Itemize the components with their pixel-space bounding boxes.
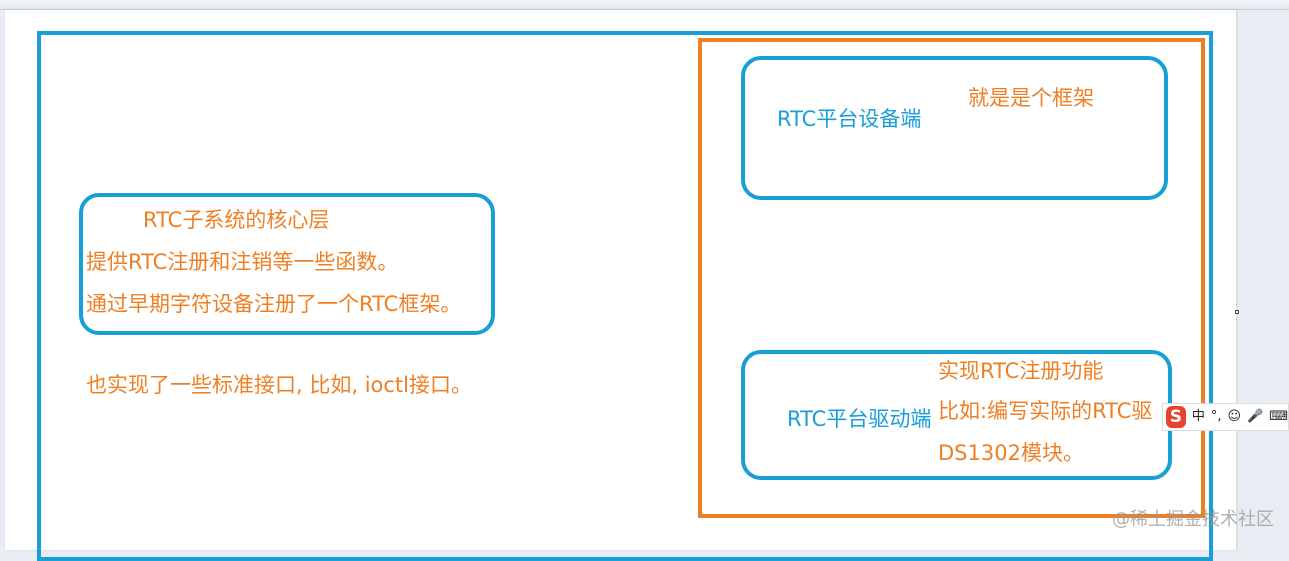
platform-driver-note-1: 实现RTC注册功能 [938, 359, 1104, 383]
platform-device-note: 就是是个框架 [968, 86, 1094, 110]
core-layer-box [79, 193, 495, 335]
microphone-icon[interactable]: 🎤 [1247, 409, 1264, 424]
diagram-canvas [5, 10, 1236, 550]
core-layer-line-2: 通过早期字符设备注册了一个RTC框架。 [86, 292, 462, 316]
sogou-logo-icon[interactable]: S [1166, 406, 1186, 428]
emoji-icon[interactable]: ☺ [1227, 409, 1242, 424]
platform-device-label: RTC平台设备端 [777, 107, 922, 131]
keyboard-icon[interactable]: ⌨ [1269, 409, 1288, 424]
core-layer-line-1: 提供RTC注册和注销等一些函数。 [86, 250, 399, 274]
platform-driver-note-3: DS1302模块。 [938, 441, 1084, 465]
punctuation-toggle[interactable]: °, [1210, 409, 1222, 424]
platform-driver-note-2: 比如:编写实际的RTC驱 [938, 399, 1153, 423]
core-layer-note: 也实现了一些标准接口, 比如, ioctl接口。 [86, 373, 472, 397]
platform-frame [698, 38, 1205, 518]
resize-handle[interactable] [1235, 310, 1239, 314]
platform-driver-label: RTC平台驱动端 [787, 407, 932, 431]
watermark: @稀土掘金技术社区 [1112, 509, 1274, 530]
core-layer-title: RTC子系统的核心层 [143, 208, 330, 232]
ime-toolbar[interactable]: S 中 °, ☺ 🎤 ⌨ [1162, 403, 1289, 431]
window-top-bar [0, 0, 1289, 10]
chinese-mode-toggle[interactable]: 中 [1191, 409, 1205, 424]
platform-device-box [741, 56, 1168, 200]
